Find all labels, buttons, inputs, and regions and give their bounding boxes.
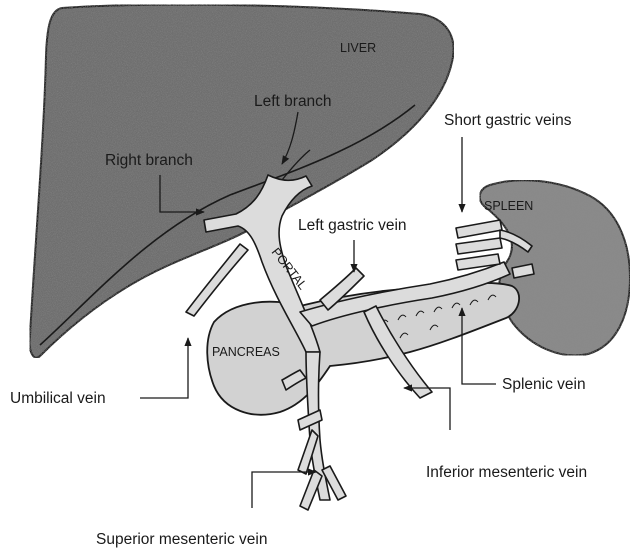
umbilical-vein-label: Umbilical vein <box>10 390 106 407</box>
short-gastric-vein-1 <box>456 220 502 238</box>
liver-label: LIVER <box>340 41 376 55</box>
superior-mesenteric-vein-label: Superior mesenteric vein <box>96 531 267 548</box>
pancreas-label: PANCREAS <box>212 345 280 359</box>
splenic-vein-label: Splenic vein <box>502 376 586 393</box>
short-gastric-vein-2 <box>456 238 502 254</box>
left-gastric-vein-label: Left gastric vein <box>298 217 407 234</box>
right-branch-label: Right branch <box>105 152 193 169</box>
spleen-label: SPLEEN <box>484 199 533 213</box>
umbilical-arrow <box>140 338 188 398</box>
inferior-mesenteric-vein-label: Inferior mesenteric vein <box>426 464 587 481</box>
short-gastric-veins-label: Short gastric veins <box>444 112 572 129</box>
left-branch-label: Left branch <box>254 93 332 110</box>
